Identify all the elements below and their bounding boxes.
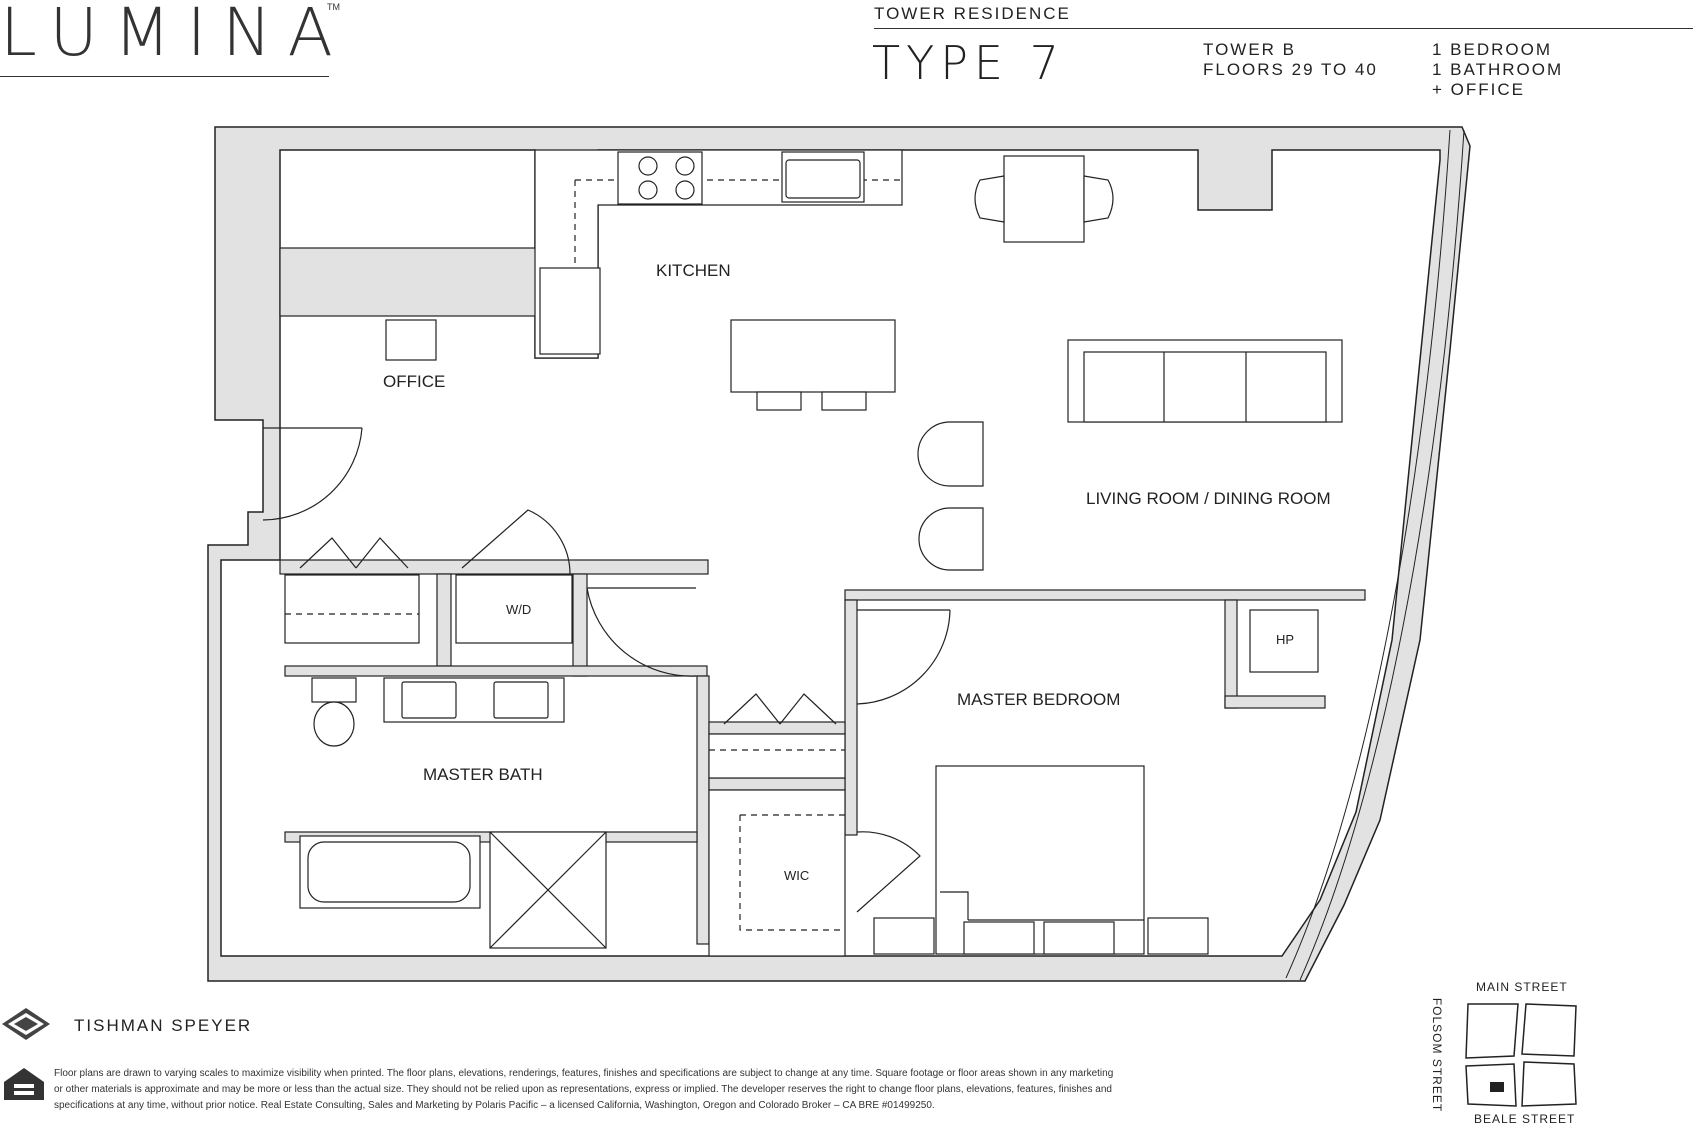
office-label: OFFICE	[383, 372, 445, 391]
legal-disclaimer: Floor plans are drawn to varying scales …	[54, 1068, 1114, 1111]
sofa	[1067, 339, 1343, 423]
residence-label: TOWER RESIDENCE	[874, 4, 1071, 23]
tower-spec: TOWER B	[1203, 40, 1297, 59]
office-spec: + OFFICE	[1432, 80, 1525, 99]
master-bath-label: MASTER BATH	[423, 765, 543, 784]
kitchen-counters	[534, 149, 903, 411]
bath-fixtures	[299, 677, 607, 949]
wic-label: WIC	[784, 868, 809, 883]
office-desk	[385, 319, 437, 361]
map-west-street: FOLSOM STREET	[1430, 997, 1445, 1113]
brand-underline	[0, 76, 329, 77]
master-bedroom-label: MASTER BEDROOM	[957, 690, 1120, 709]
hp-label: HP	[1276, 632, 1294, 647]
brand-logo: LUMINA	[0, 0, 349, 71]
equal-housing-icon	[4, 1068, 44, 1100]
site-marker	[1490, 1082, 1504, 1092]
map-south-street: BEALE STREET	[1474, 1112, 1576, 1126]
dining-set	[974, 155, 1114, 243]
wd-label: W/D	[506, 602, 531, 617]
header-divider	[874, 28, 1693, 29]
doors	[262, 427, 951, 913]
floors-spec: FLOORS 29 TO 40	[1203, 60, 1378, 79]
map-north-street: MAIN STREET	[1476, 980, 1568, 994]
developer-name: TISHMAN SPEYER	[74, 1016, 253, 1035]
bathroom-spec: 1 BATHROOM	[1432, 60, 1564, 79]
developer-logo-icon	[2, 1008, 50, 1040]
closets	[284, 509, 846, 957]
site-map	[1465, 1003, 1577, 1107]
lounge-chairs	[917, 421, 984, 571]
brand-trademark: TM	[327, 2, 340, 12]
kitchen-label: KITCHEN	[656, 261, 731, 280]
hp-closet	[1249, 609, 1319, 673]
living-room-label: LIVING ROOM / DINING ROOM	[1086, 489, 1331, 508]
bed-set	[873, 765, 1209, 955]
unit-type-title: TYPE 7	[872, 36, 1065, 90]
bedroom-spec: 1 BEDROOM	[1432, 40, 1553, 59]
curtain-wall	[1285, 129, 1465, 981]
